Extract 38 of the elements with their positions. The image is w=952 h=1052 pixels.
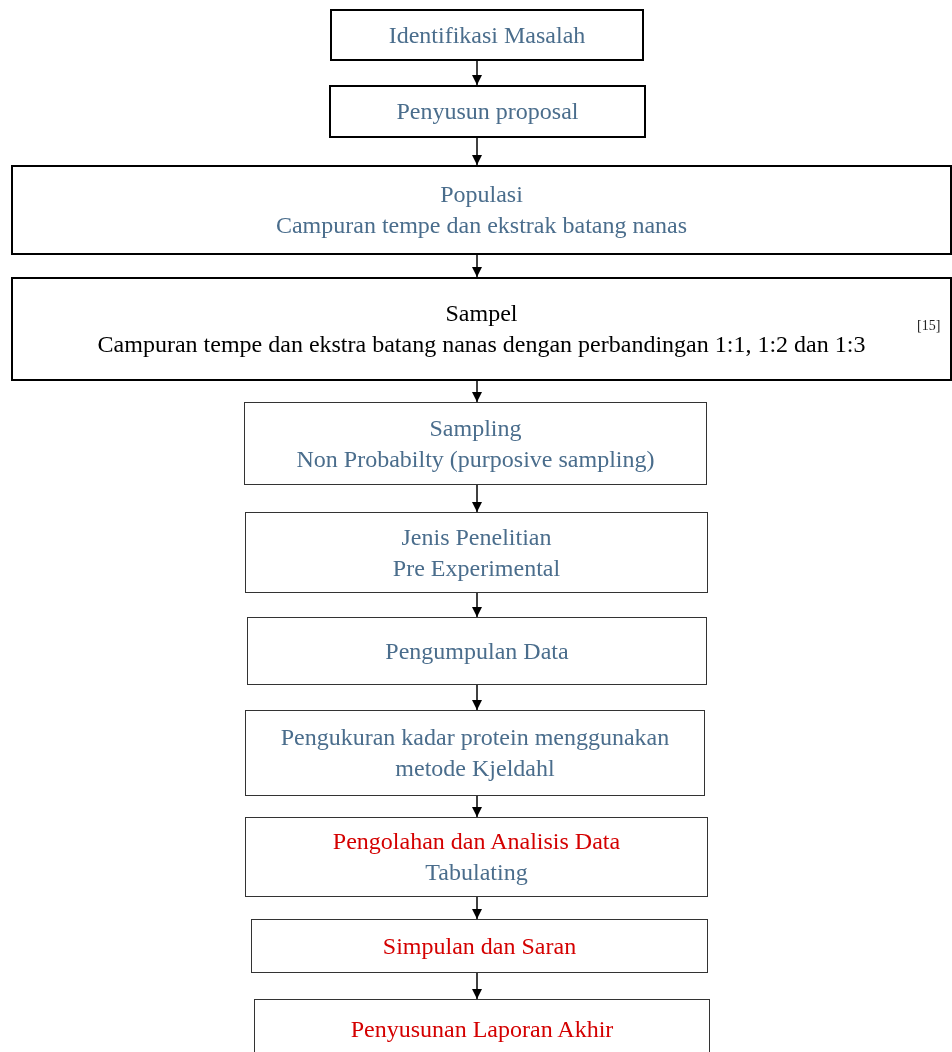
box-text: Pengumpulan Data	[385, 636, 569, 666]
process-box	[330, 9, 644, 61]
process-box	[11, 165, 952, 255]
process-box	[247, 617, 707, 685]
box-text: Simpulan dan Saran	[382, 931, 577, 961]
box-text: Penyusun proposal	[396, 97, 579, 126]
arrow	[472, 795, 482, 818]
box-heading: Jenis Penelitian	[401, 522, 552, 552]
box-text: Non Probabilty (purposive sampling)	[296, 444, 655, 474]
arrow	[472, 484, 482, 513]
reference-mark: [15]	[917, 318, 941, 334]
box-text: Campuran tempe dan ekstra batang nanas dengan perbandingan 1:1, 1:2 dan 1:3	[97, 330, 866, 359]
arrow	[472, 60, 482, 86]
process-box	[244, 402, 707, 485]
process-box	[329, 85, 646, 138]
arrow	[472, 137, 482, 166]
arrow	[472, 592, 482, 618]
box-text: Campuran tempe dan ekstrak batang nanas	[275, 211, 688, 240]
box-heading: Sampel	[445, 299, 518, 328]
box-text: Pengukuran kadar protein menggunakan metode Kjeldahl	[279, 723, 671, 783]
process-box	[254, 999, 710, 1052]
box-heading: Pengolahan dan Analisis Data	[332, 827, 621, 856]
box-text: Identifikasi Masalah	[388, 20, 586, 50]
arrow	[472, 254, 482, 278]
process-box	[245, 512, 708, 593]
process-box	[245, 710, 705, 796]
arrow	[472, 380, 482, 403]
box-text: Pre Experimental	[392, 553, 561, 583]
process-box	[11, 277, 952, 381]
arrow	[472, 972, 482, 1000]
box-heading: Populasi	[440, 180, 523, 209]
arrow	[472, 684, 482, 711]
process-box	[251, 919, 708, 973]
process-box	[245, 817, 708, 897]
box-text: Tabulating	[425, 858, 528, 887]
box-text: Penyusunan Laporan Akhir	[350, 1014, 614, 1044]
box-heading: Sampling	[429, 413, 522, 443]
arrow	[472, 896, 482, 920]
